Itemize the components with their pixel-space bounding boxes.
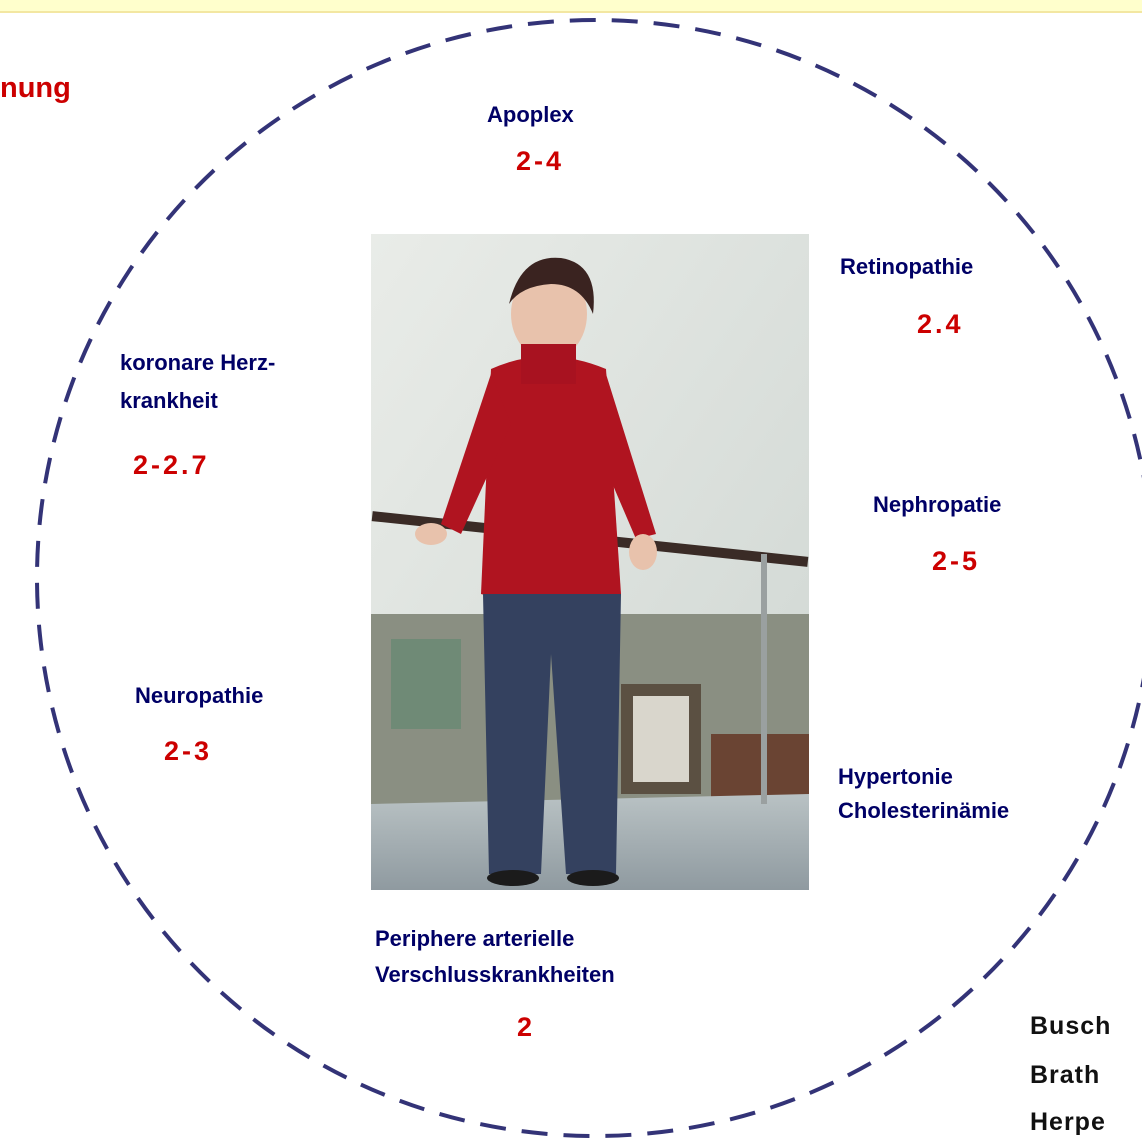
value-neuropathie: 2-3 — [164, 736, 212, 767]
value-retinopathie: 2.4 — [917, 309, 964, 340]
label-apoplex: Apoplex — [487, 98, 574, 132]
reference-busch: Busch — [1030, 1012, 1111, 1041]
woman-standing-photo — [371, 234, 809, 890]
label-pavk-line2: Verschlusskrankheiten — [375, 958, 615, 992]
value-nephropatie: 2-5 — [932, 546, 980, 577]
label-pavk-line1: Periphere arterielle — [375, 922, 574, 956]
label-neuropathie: Neuropathie — [135, 679, 263, 713]
value-khk: 2-2.7 — [133, 450, 210, 481]
reference-brath: Brath — [1030, 1061, 1100, 1090]
label-cholesterinaemie: Cholesterinämie — [838, 794, 1009, 828]
label-khk-line1: koronare Herz- — [120, 346, 275, 380]
value-apoplex: 2-4 — [516, 146, 564, 177]
label-retinopathie: Retinopathie — [840, 250, 973, 284]
reference-herpe: Herpe — [1030, 1108, 1106, 1137]
slide-heading: nung — [0, 72, 71, 105]
label-nephropatie: Nephropatie — [873, 488, 1001, 522]
label-khk-line2: krankheit — [120, 384, 218, 418]
value-pavk: 2 — [517, 1012, 535, 1043]
label-hypertonie: Hypertonie — [838, 760, 953, 794]
